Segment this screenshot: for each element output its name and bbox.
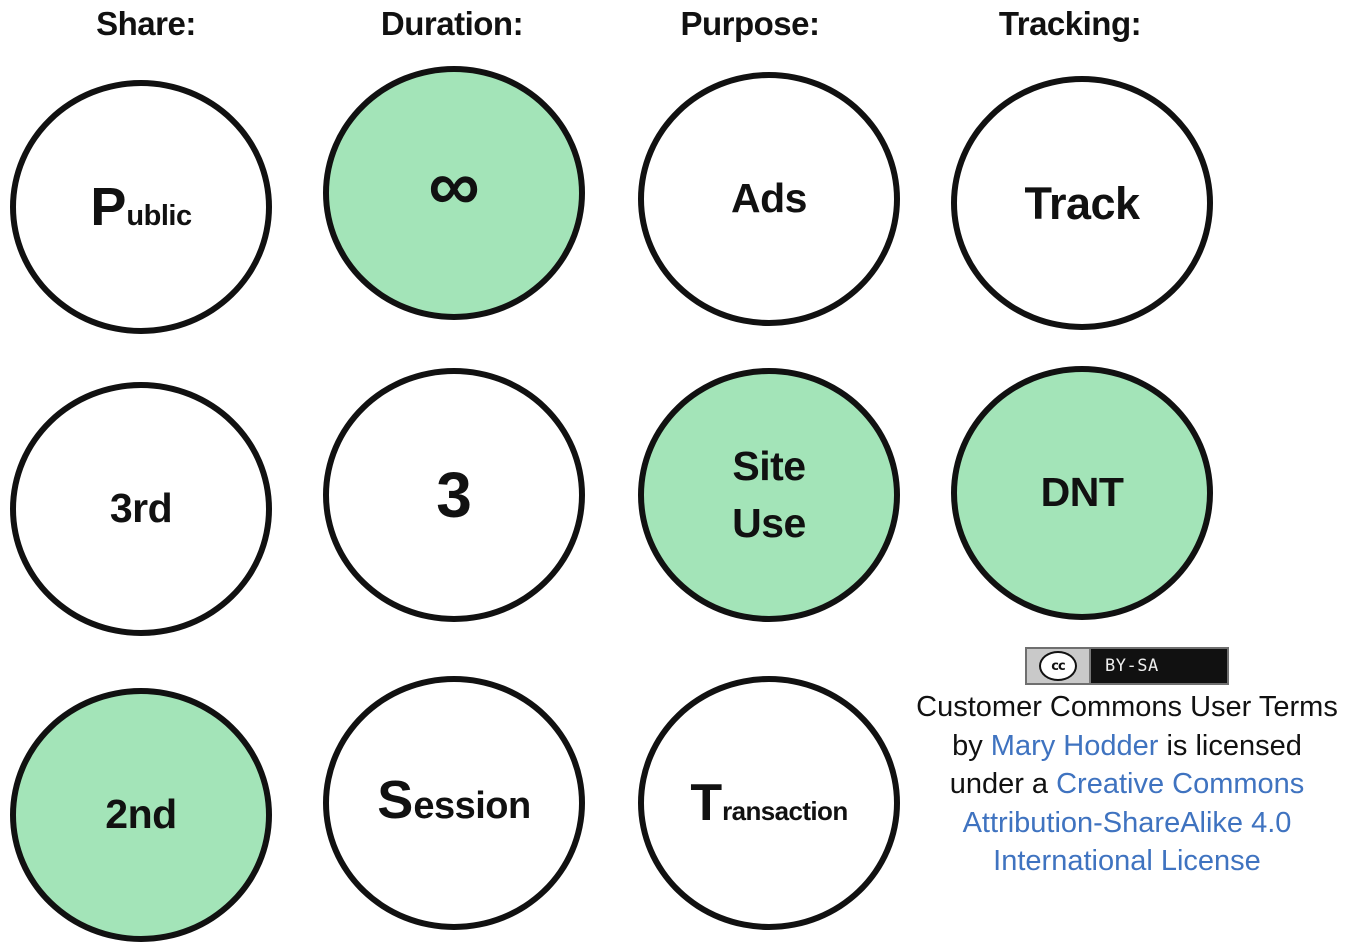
duration-session-circle[interactable]: Session bbox=[323, 676, 585, 930]
duration-infinite-circle[interactable]: ∞ bbox=[323, 66, 585, 320]
license-text: Customer Commons User Terms by Mary Hodd… bbox=[916, 688, 1338, 881]
purpose-ads-circle[interactable]: Ads bbox=[638, 72, 900, 326]
duration-3-label: 3 bbox=[436, 459, 472, 531]
cc-badge-text: BY-SA bbox=[1091, 649, 1227, 683]
share-2nd-label: 2nd bbox=[105, 791, 177, 838]
header-purpose: Purpose: bbox=[680, 5, 820, 42]
tracking-track-label: Track bbox=[1024, 177, 1140, 229]
duration-infinite-label: ∞ bbox=[428, 146, 480, 226]
cc-icon: cc bbox=[1039, 651, 1077, 681]
purpose-transaction-label: Transaction bbox=[690, 774, 848, 832]
share-public-label: Public bbox=[90, 177, 192, 237]
share-3rd-circle[interactable]: 3rd bbox=[10, 382, 272, 636]
duration-session-label: Session bbox=[377, 769, 531, 830]
cc-icon-area: cc bbox=[1027, 649, 1091, 683]
license-text-part-1: Customer Commons User Terms by bbox=[916, 691, 1338, 762]
tracking-dnt-label: DNT bbox=[1040, 469, 1124, 516]
share-3rd-label: 3rd bbox=[109, 485, 173, 532]
tracking-dnt-circle[interactable]: DNT bbox=[951, 366, 1213, 620]
author-link[interactable]: Mary Hodder bbox=[990, 729, 1159, 762]
purpose-transaction-circle[interactable]: Transaction bbox=[638, 676, 900, 930]
share-public-circle[interactable]: Public bbox=[10, 80, 272, 334]
header-share: Share: bbox=[96, 5, 196, 42]
purpose-ads-label: Ads bbox=[731, 175, 807, 222]
duration-3-circle[interactable]: 3 bbox=[323, 368, 585, 622]
cc-by-sa-badge[interactable]: cc BY-SA bbox=[1025, 647, 1229, 685]
license-link[interactable]: Creative Commons Attribution-ShareAlike … bbox=[962, 768, 1305, 877]
header-duration: Duration: bbox=[380, 5, 524, 42]
share-2nd-circle[interactable]: 2nd bbox=[10, 688, 272, 942]
header-tracking: Tracking: bbox=[998, 5, 1142, 42]
license-text-part-2: is licensed under a bbox=[949, 729, 1302, 801]
tracking-track-circle[interactable]: Track bbox=[951, 76, 1213, 330]
